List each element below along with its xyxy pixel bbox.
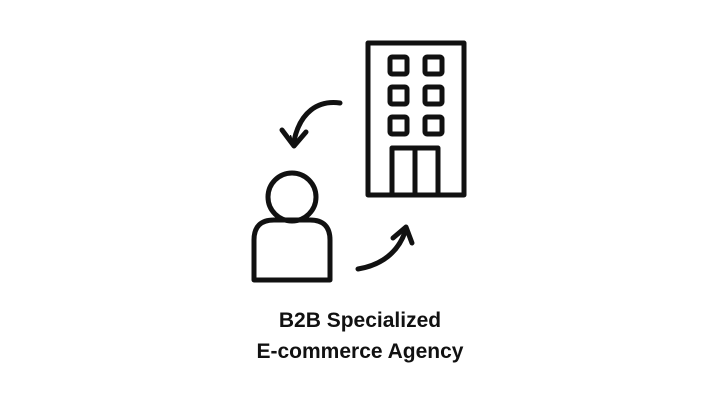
caption-line-2: E-commerce Agency — [256, 340, 464, 363]
building-icon — [365, 40, 467, 198]
arrow-building-to-person-icon — [294, 100, 343, 141]
arrow-person-to-building-icon — [355, 229, 408, 272]
person-icon — [251, 170, 333, 283]
caption: B2B Specialized E-commerce Agency — [0, 305, 720, 367]
b2b-illustration — [251, 40, 467, 283]
caption-line-1: B2B Specialized — [278, 309, 442, 332]
